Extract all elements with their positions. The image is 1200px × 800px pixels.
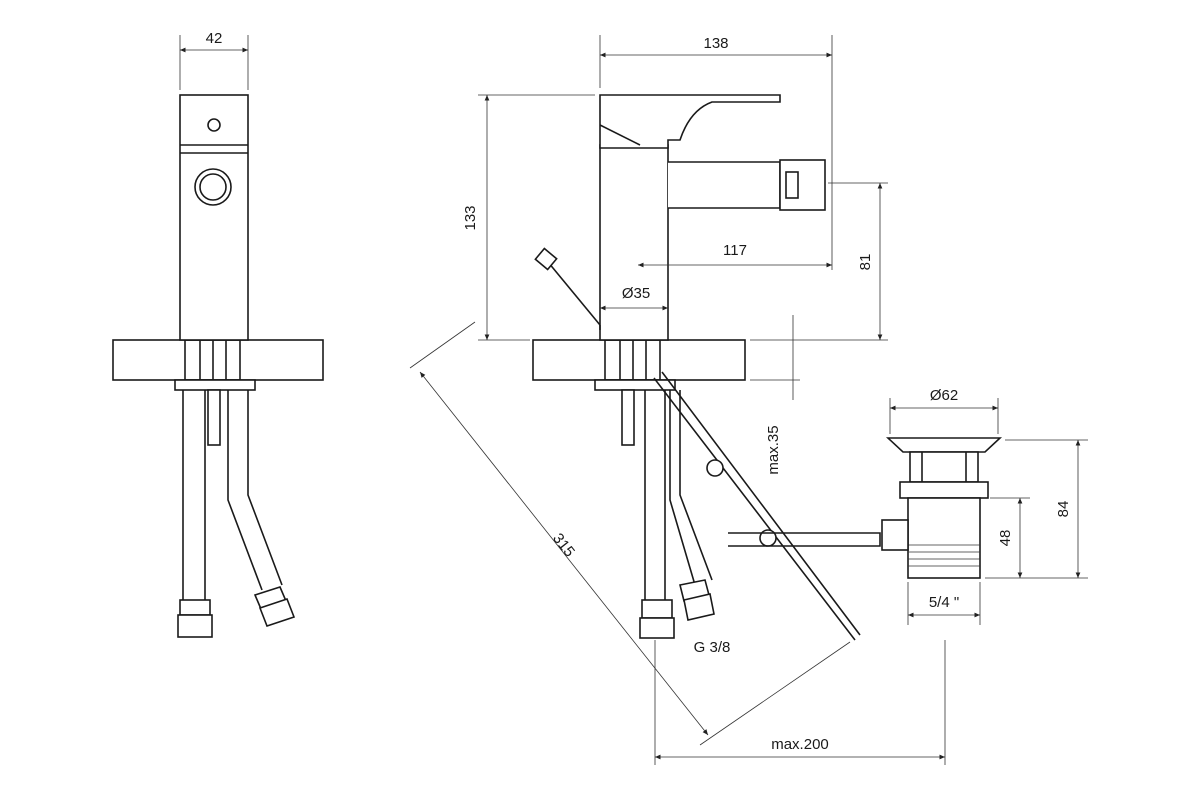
mount-plate bbox=[174, 379, 256, 391]
hose-nut bbox=[258, 598, 296, 627]
dim-d62: Ø62 bbox=[930, 387, 958, 404]
hose-right bbox=[227, 390, 283, 591]
dim-d35: Ø35 bbox=[622, 285, 650, 302]
waste-body bbox=[907, 497, 981, 579]
mixer-body-front bbox=[179, 94, 249, 341]
dim-133: 133 bbox=[462, 205, 479, 230]
popup-knob bbox=[534, 247, 558, 271]
dim-117: 117 bbox=[723, 242, 747, 259]
waste-cap bbox=[885, 437, 1003, 453]
threaded-rod-left bbox=[207, 389, 221, 446]
dim-max200: max.200 bbox=[771, 736, 829, 753]
spout bbox=[668, 161, 781, 209]
dim-54: 5/4 " bbox=[929, 594, 959, 611]
linkage-bar bbox=[728, 532, 881, 547]
hose-nut bbox=[177, 614, 213, 638]
countertop-left bbox=[112, 339, 324, 381]
dim-48: 48 bbox=[997, 530, 1014, 547]
label-g38: G 3/8 bbox=[694, 639, 731, 656]
popup-rod-knob-stem bbox=[547, 261, 601, 326]
indicator-dot bbox=[207, 118, 221, 132]
countertop-mid bbox=[532, 339, 746, 381]
dim-max35: max.35 bbox=[765, 425, 782, 474]
spout-head-circle bbox=[194, 168, 232, 206]
waste-view: Ø62 84 48 5/4 " bbox=[881, 387, 1088, 625]
front-view: 42 bbox=[112, 30, 324, 638]
dim-42: 42 bbox=[206, 30, 223, 47]
side-view: 138 133 117 81 Ø35 max.35 315 max.200 G … bbox=[409, 35, 946, 765]
dim-84: 84 bbox=[1055, 501, 1072, 518]
spray-head bbox=[779, 159, 826, 211]
lever-handle bbox=[599, 94, 781, 149]
mixer-body-side bbox=[599, 144, 669, 341]
dim-315: 315 bbox=[549, 530, 578, 560]
dim-138: 138 bbox=[703, 35, 728, 52]
dim-81: 81 bbox=[857, 254, 874, 271]
hose-left bbox=[182, 390, 206, 610]
